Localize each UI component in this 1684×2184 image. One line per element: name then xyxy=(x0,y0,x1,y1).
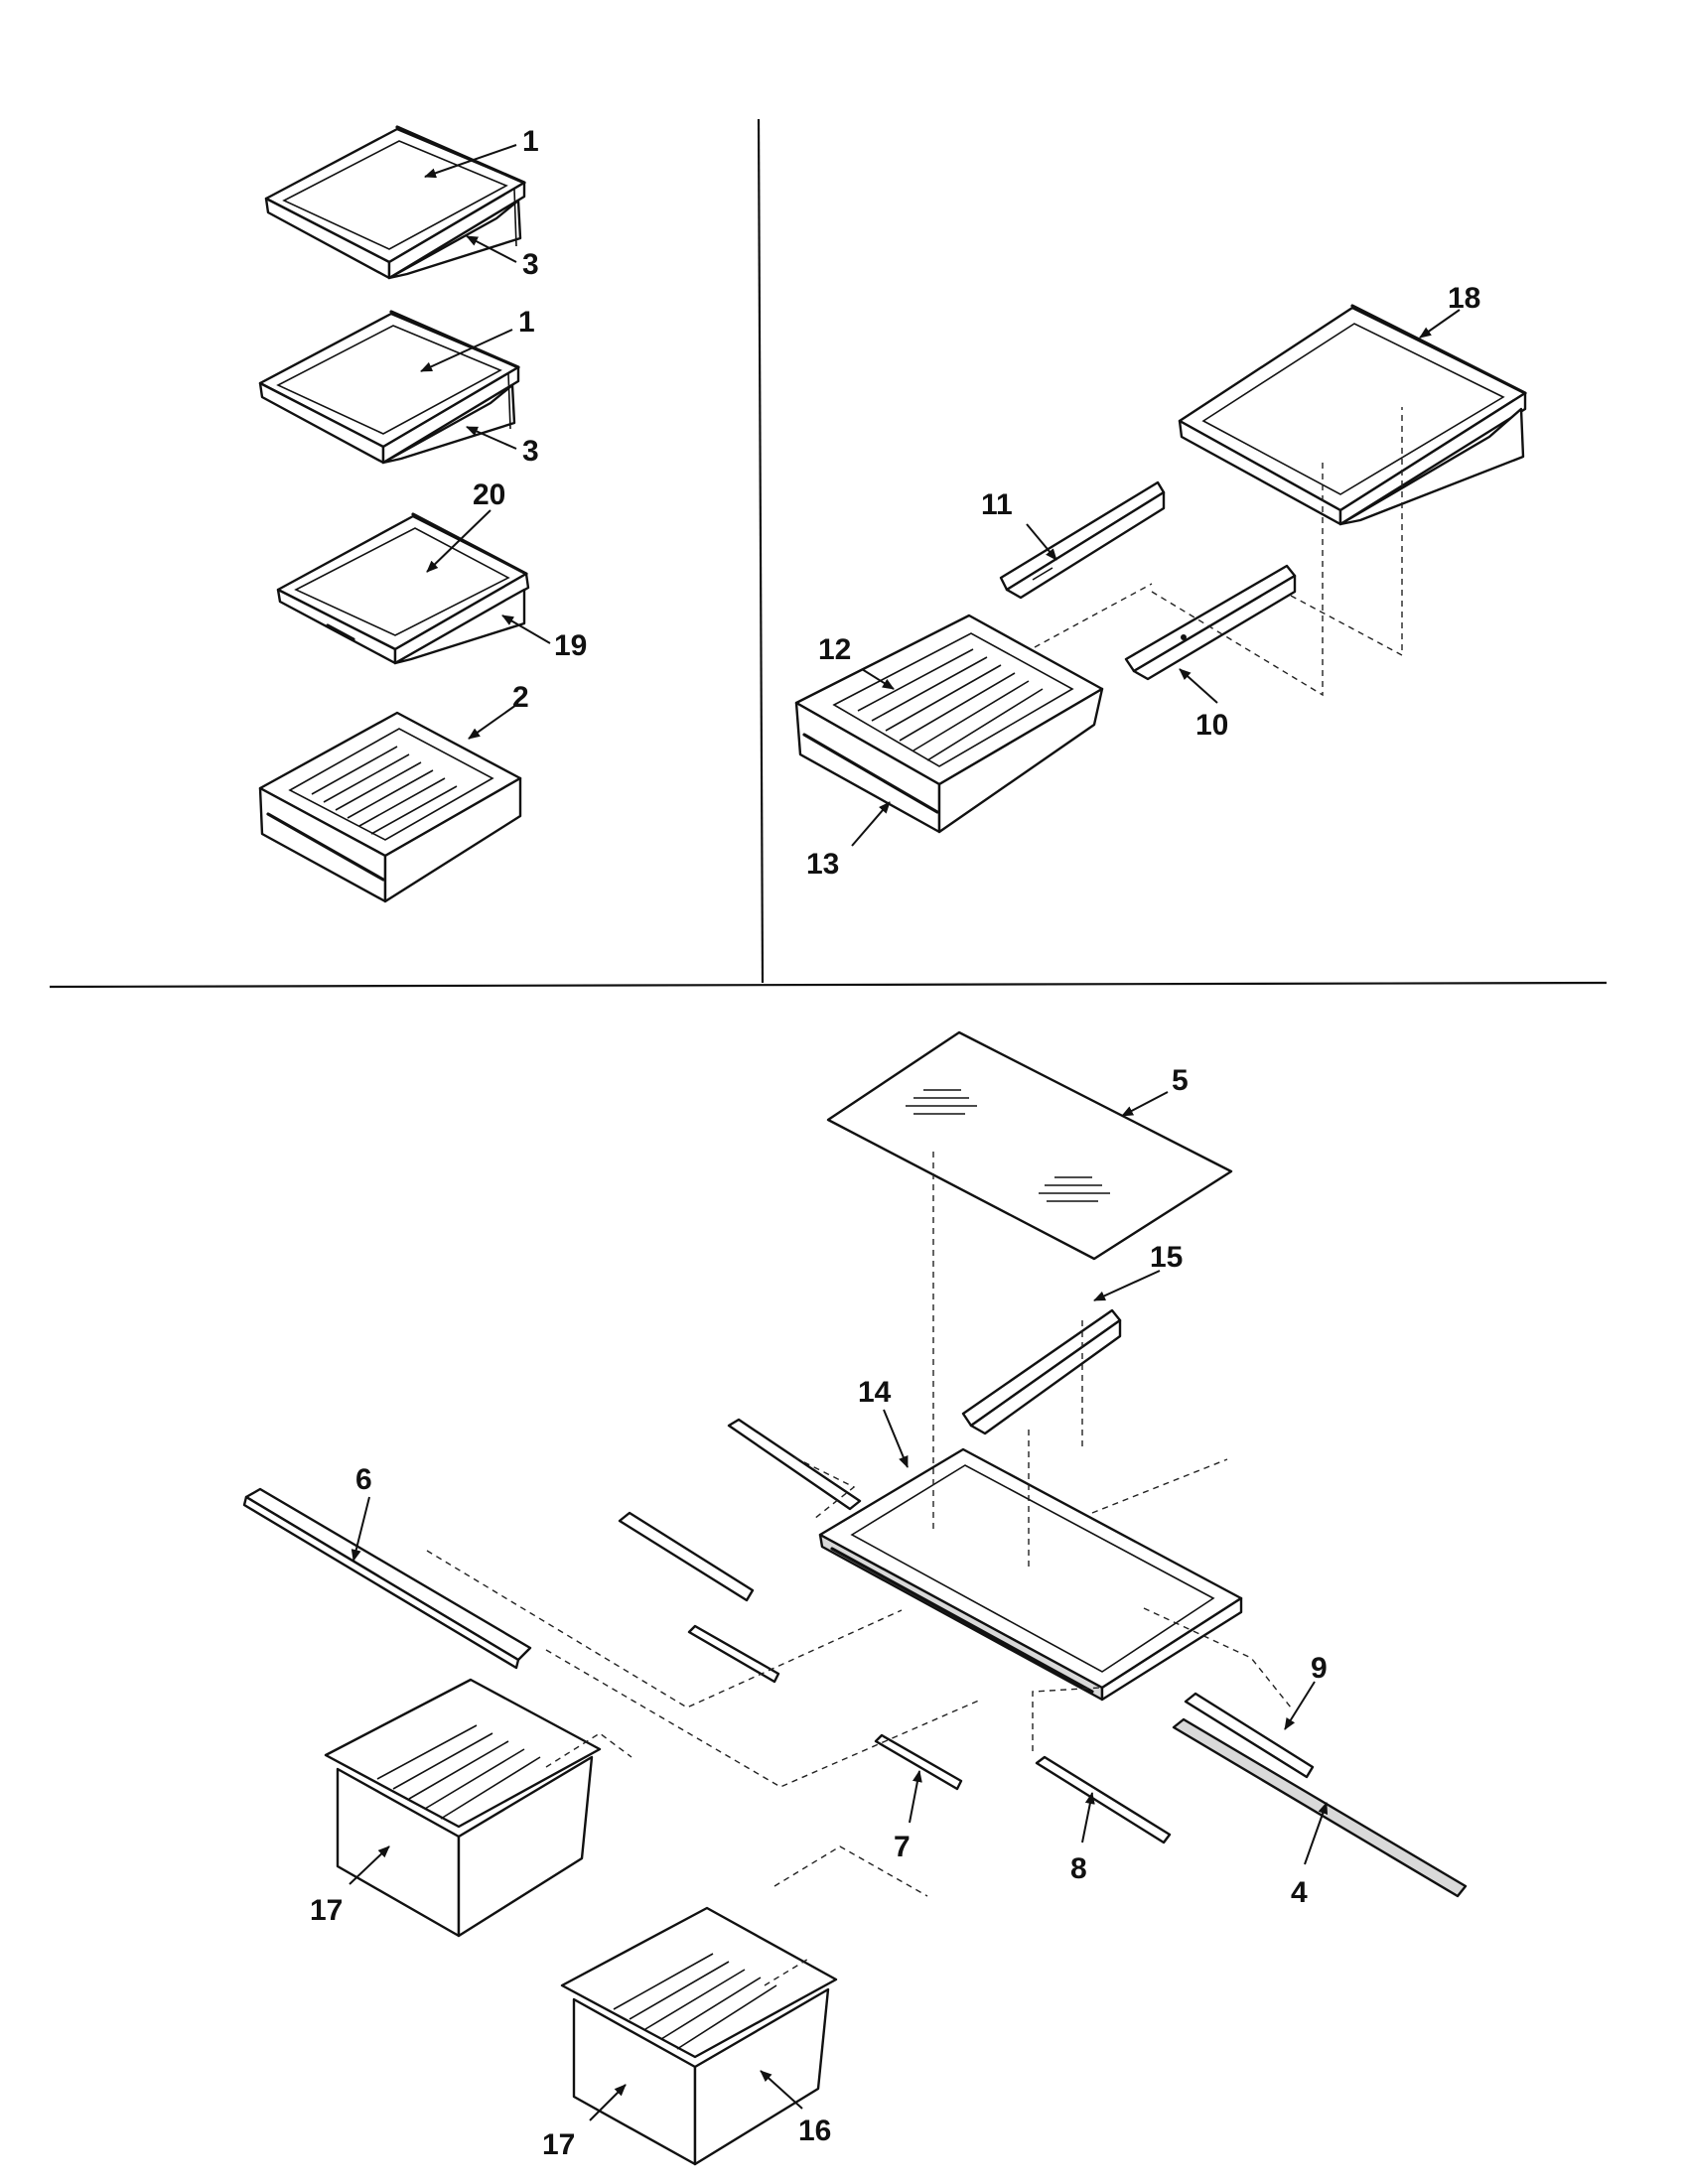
shelf-20 xyxy=(276,512,530,665)
callout-20: 20 xyxy=(473,478,505,511)
shelf-18 xyxy=(1178,304,1527,526)
slide-rail-10 xyxy=(1124,564,1297,681)
clip-7 xyxy=(874,1733,963,1791)
callout-17-right: 17 xyxy=(542,2128,575,2161)
callout-12: 12 xyxy=(818,633,851,666)
callout-1-second: 1 xyxy=(518,306,535,339)
callout-14: 14 xyxy=(858,1376,892,1409)
rail-6 xyxy=(242,1487,532,1670)
rod-left xyxy=(618,1511,755,1602)
callout-2: 2 xyxy=(512,681,529,714)
rail-top xyxy=(727,1418,862,1511)
callout-9: 9 xyxy=(1311,1652,1328,1685)
callout-13: 13 xyxy=(806,848,839,881)
callout-3-upper: 3 xyxy=(522,248,539,281)
callout-11: 11 xyxy=(981,488,1013,521)
shelf-upper xyxy=(264,125,526,280)
crisper-17-left xyxy=(324,1678,602,1938)
vertical-divider xyxy=(757,118,765,984)
slide-rail-11 xyxy=(999,480,1166,600)
callout-4: 4 xyxy=(1291,1876,1308,1909)
callout-10: 10 xyxy=(1195,709,1228,742)
callout-5: 5 xyxy=(1172,1064,1189,1097)
crisper-12 xyxy=(794,614,1104,834)
clip-left xyxy=(687,1624,780,1684)
callout-17-left: 17 xyxy=(310,1894,343,1927)
callouts: 1 3 1 3 20 19 2 18 11 12 10 13 5 15 14 6… xyxy=(310,125,1480,2161)
shelf-second xyxy=(258,310,520,465)
slide-rail-15 xyxy=(961,1308,1122,1435)
callout-7: 7 xyxy=(894,1831,911,1863)
rail-9 xyxy=(1184,1692,1315,1779)
shelf-frame-14 xyxy=(818,1447,1243,1702)
callout-8: 8 xyxy=(1070,1852,1087,1885)
glass-shelf-5 xyxy=(826,1030,1233,1261)
crisper-17-right xyxy=(560,1906,838,2166)
horizontal-divider xyxy=(49,981,1608,989)
callout-19: 19 xyxy=(554,629,587,662)
callout-3-second: 3 xyxy=(522,435,539,468)
callout-16: 16 xyxy=(798,2115,831,2147)
callout-18: 18 xyxy=(1448,282,1480,315)
rail-4 xyxy=(1172,1717,1468,1898)
rod-8 xyxy=(1035,1755,1172,1844)
callout-15: 15 xyxy=(1150,1241,1183,1274)
callout-6: 6 xyxy=(355,1463,372,1496)
callout-1-upper: 1 xyxy=(522,125,539,158)
crisper-2 xyxy=(258,711,522,903)
